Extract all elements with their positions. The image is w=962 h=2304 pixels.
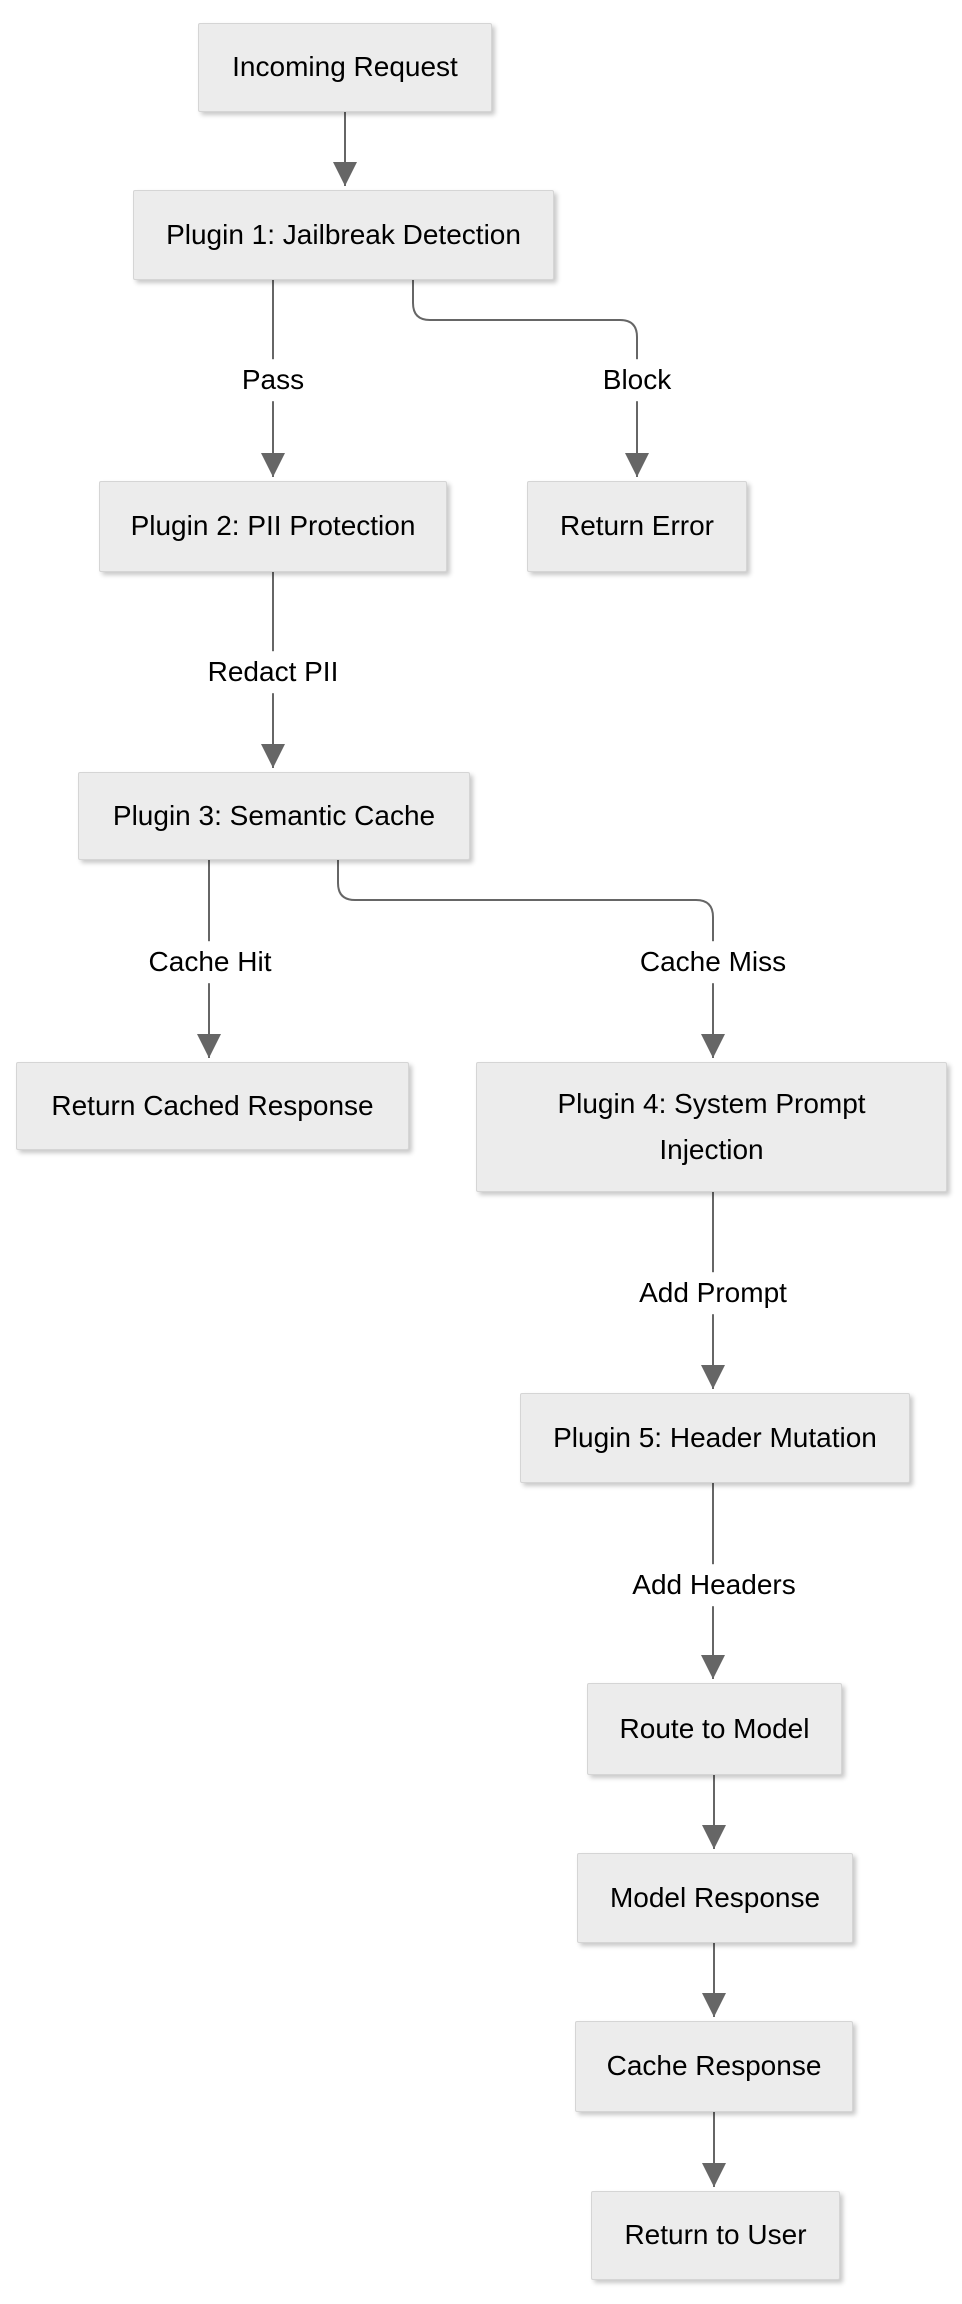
node-plugin5-header-mutation: Plugin 5: Header Mutation (520, 1393, 910, 1483)
edge-label-add-headers: Add Headers (620, 1564, 808, 1606)
node-incoming-request: Incoming Request (198, 23, 492, 112)
node-model-response: Model Response (577, 1853, 853, 1943)
edge-plugin3-to-plugin4 (337, 860, 725, 1058)
node-plugin1-jailbreak-detection: Plugin 1: Jailbreak Detection (133, 190, 554, 280)
node-route-to-model: Route to Model (587, 1683, 842, 1775)
node-return-cached-response: Return Cached Response (16, 1062, 409, 1150)
node-plugin2-pii-protection: Plugin 2: PII Protection (99, 481, 447, 572)
node-return-to-user: Return to User (591, 2191, 840, 2280)
edge-label-cache-hit: Cache Hit (136, 941, 284, 983)
edge-label-add-prompt: Add Prompt (627, 1272, 799, 1314)
edge-label-block: Block (590, 359, 684, 401)
node-plugin3-semantic-cache: Plugin 3: Semantic Cache (78, 772, 470, 860)
edge-plugin1-to-return-error (412, 280, 649, 477)
node-plugin4-system-prompt-injection: Plugin 4: System Prompt Injection (476, 1062, 947, 1192)
edge-label-cache-miss: Cache Miss (627, 941, 799, 983)
node-return-error: Return Error (527, 481, 747, 572)
edge-label-pass: Pass (229, 359, 317, 401)
node-cache-response: Cache Response (575, 2021, 853, 2112)
edge-label-redact-pii: Redact PII (195, 651, 351, 693)
